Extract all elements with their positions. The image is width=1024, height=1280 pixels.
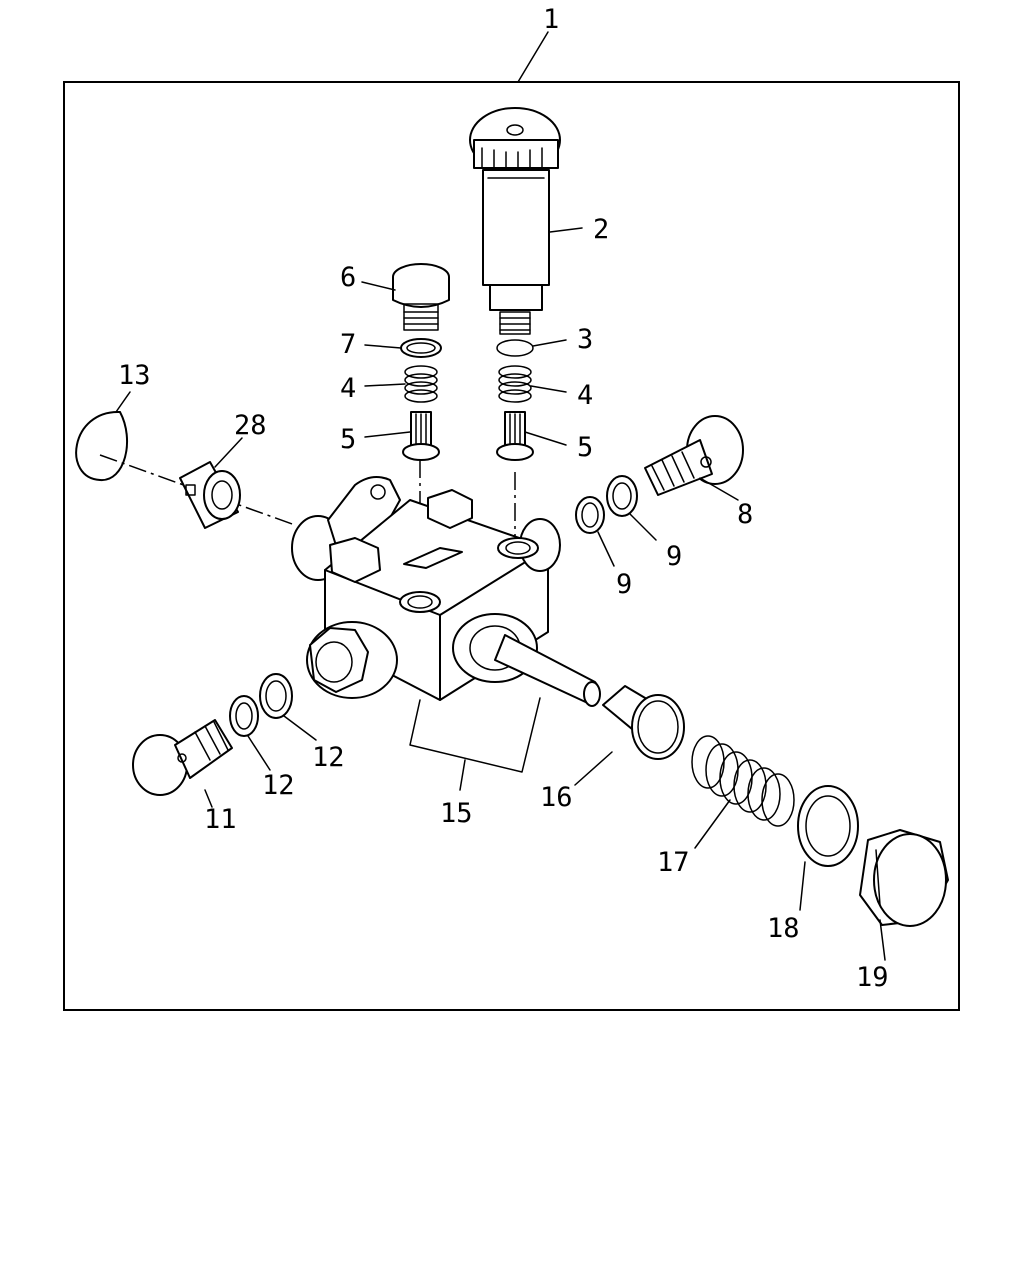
callout-28: 28 [234,410,267,441]
part-12-washer-b [259,673,293,719]
callout-2: 2 [593,214,609,245]
leader-lines [115,31,886,961]
callout-9-upper: 9 [666,541,682,572]
part-3-snap-ring [496,339,534,357]
callout-8: 8 [737,499,753,530]
part-5-valve-left [402,411,440,461]
callout-5-right: 5 [577,432,593,463]
part-9-washer-b [575,496,605,534]
part-4-spring-right [498,365,532,403]
callout-19: 19 [856,962,889,993]
callout-13: 13 [118,360,151,391]
part-17-spring [691,735,795,827]
callout-7: 7 [340,329,356,360]
part-5-valve-right [496,411,534,461]
callout-9-lower: 9 [616,569,632,600]
callout-5-left: 5 [340,424,356,455]
part-16-piston [602,685,685,760]
part-13-snap-ring [75,410,128,482]
callout-12-lower: 12 [262,770,295,801]
part-2-hand-primer [469,107,561,335]
callout-16: 16 [540,782,573,813]
diagram-frame [63,81,960,1011]
part-8-eye-bolt [644,415,744,496]
callout-3: 3 [577,324,593,355]
callout-6: 6 [340,262,356,293]
callout-labels: 1 2 3 4 4 5 5 6 7 8 9 9 11 12 12 13 15 1… [118,4,889,993]
part-4-spring-left [404,365,438,403]
part-19-cap-nut [859,829,949,927]
callout-12-upper: 12 [312,742,345,773]
part-18-gasket [797,785,859,867]
part-28-coupling [179,461,241,529]
part-12-washer-a [229,695,259,737]
callout-1: 1 [543,4,559,35]
part-6-plug [392,263,450,331]
callout-18: 18 [767,913,800,944]
part-9-washer-a [606,475,638,517]
part-11-eye-bolt [132,719,233,796]
callout-4-left: 4 [340,373,356,404]
callout-17: 17 [657,847,690,878]
callout-11: 11 [204,804,237,835]
pump-body [291,475,601,707]
callout-4-right: 4 [577,380,593,411]
callout-15: 15 [440,798,473,829]
